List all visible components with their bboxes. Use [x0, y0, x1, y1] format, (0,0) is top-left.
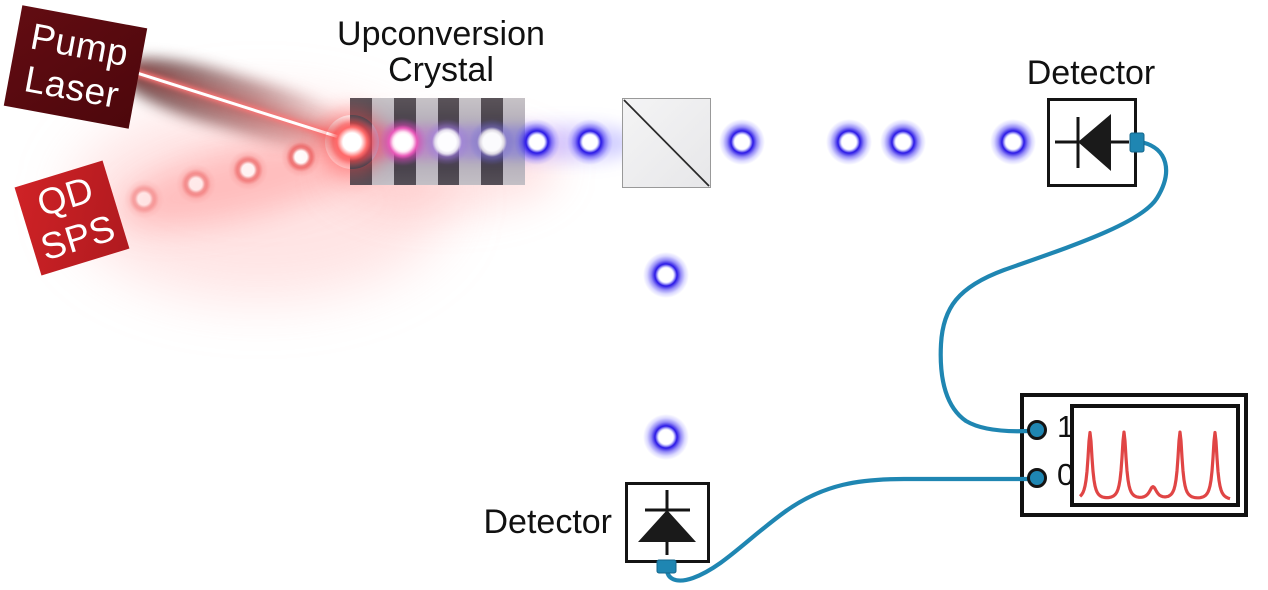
- correlator-input-0-label: 0: [1057, 457, 1075, 492]
- pump-laser-box: Pump Laser: [3, 5, 148, 129]
- correlator-input-0-port: [1027, 468, 1047, 488]
- photon-blue: [643, 414, 689, 460]
- photon-blue: [719, 119, 765, 165]
- photon-red: [281, 137, 321, 177]
- correlator-input-1-port: [1027, 420, 1047, 440]
- photon-blue: [826, 119, 872, 165]
- detector-right-label: Detector: [1026, 54, 1156, 92]
- photon-blue: [643, 252, 689, 298]
- crystal-stripe-light: [371, 98, 394, 185]
- crystal-stripe-dark: [393, 98, 416, 185]
- g2-correlation-plot: [1078, 430, 1231, 501]
- upconversion-crystal: [350, 98, 525, 185]
- detector-bottom-label: Detector: [483, 503, 613, 541]
- photodiode-icon: [638, 490, 696, 555]
- photon-blue: [880, 119, 926, 165]
- correlator-box: 1 0: [1020, 393, 1248, 517]
- g2-curve: [1078, 430, 1231, 501]
- crystal-stripe-dark: [481, 98, 504, 185]
- upconversion-crystal-label: Upconversion Crystal: [281, 16, 601, 88]
- detector-right-box: [1047, 98, 1137, 187]
- beam-splitter-diagonal: [623, 99, 710, 187]
- photon-red: [176, 164, 216, 204]
- crystal-stripe-light: [415, 98, 438, 185]
- beam-splitter: [622, 98, 711, 188]
- photon-blue: [567, 119, 613, 165]
- detector-bottom-box: [625, 482, 710, 563]
- crystal-stripe-light: [503, 98, 525, 185]
- crystal-label-line1: Upconversion: [337, 15, 545, 53]
- crystal-stripe-dark: [437, 98, 460, 185]
- crystal-stripe-light: [459, 98, 482, 185]
- cable-detector-bottom-to-input-0: [664, 476, 1032, 583]
- photon-red: [124, 179, 164, 219]
- photon-blue: [990, 119, 1036, 165]
- photon-red: [228, 150, 268, 190]
- crystal-label-line2: Crystal: [388, 51, 494, 89]
- qd-sps-box: QD SPS: [14, 160, 130, 276]
- correlation-screen: [1070, 404, 1240, 507]
- crystal-stripe-dark: [350, 98, 372, 185]
- photodiode-icon: [1055, 114, 1129, 171]
